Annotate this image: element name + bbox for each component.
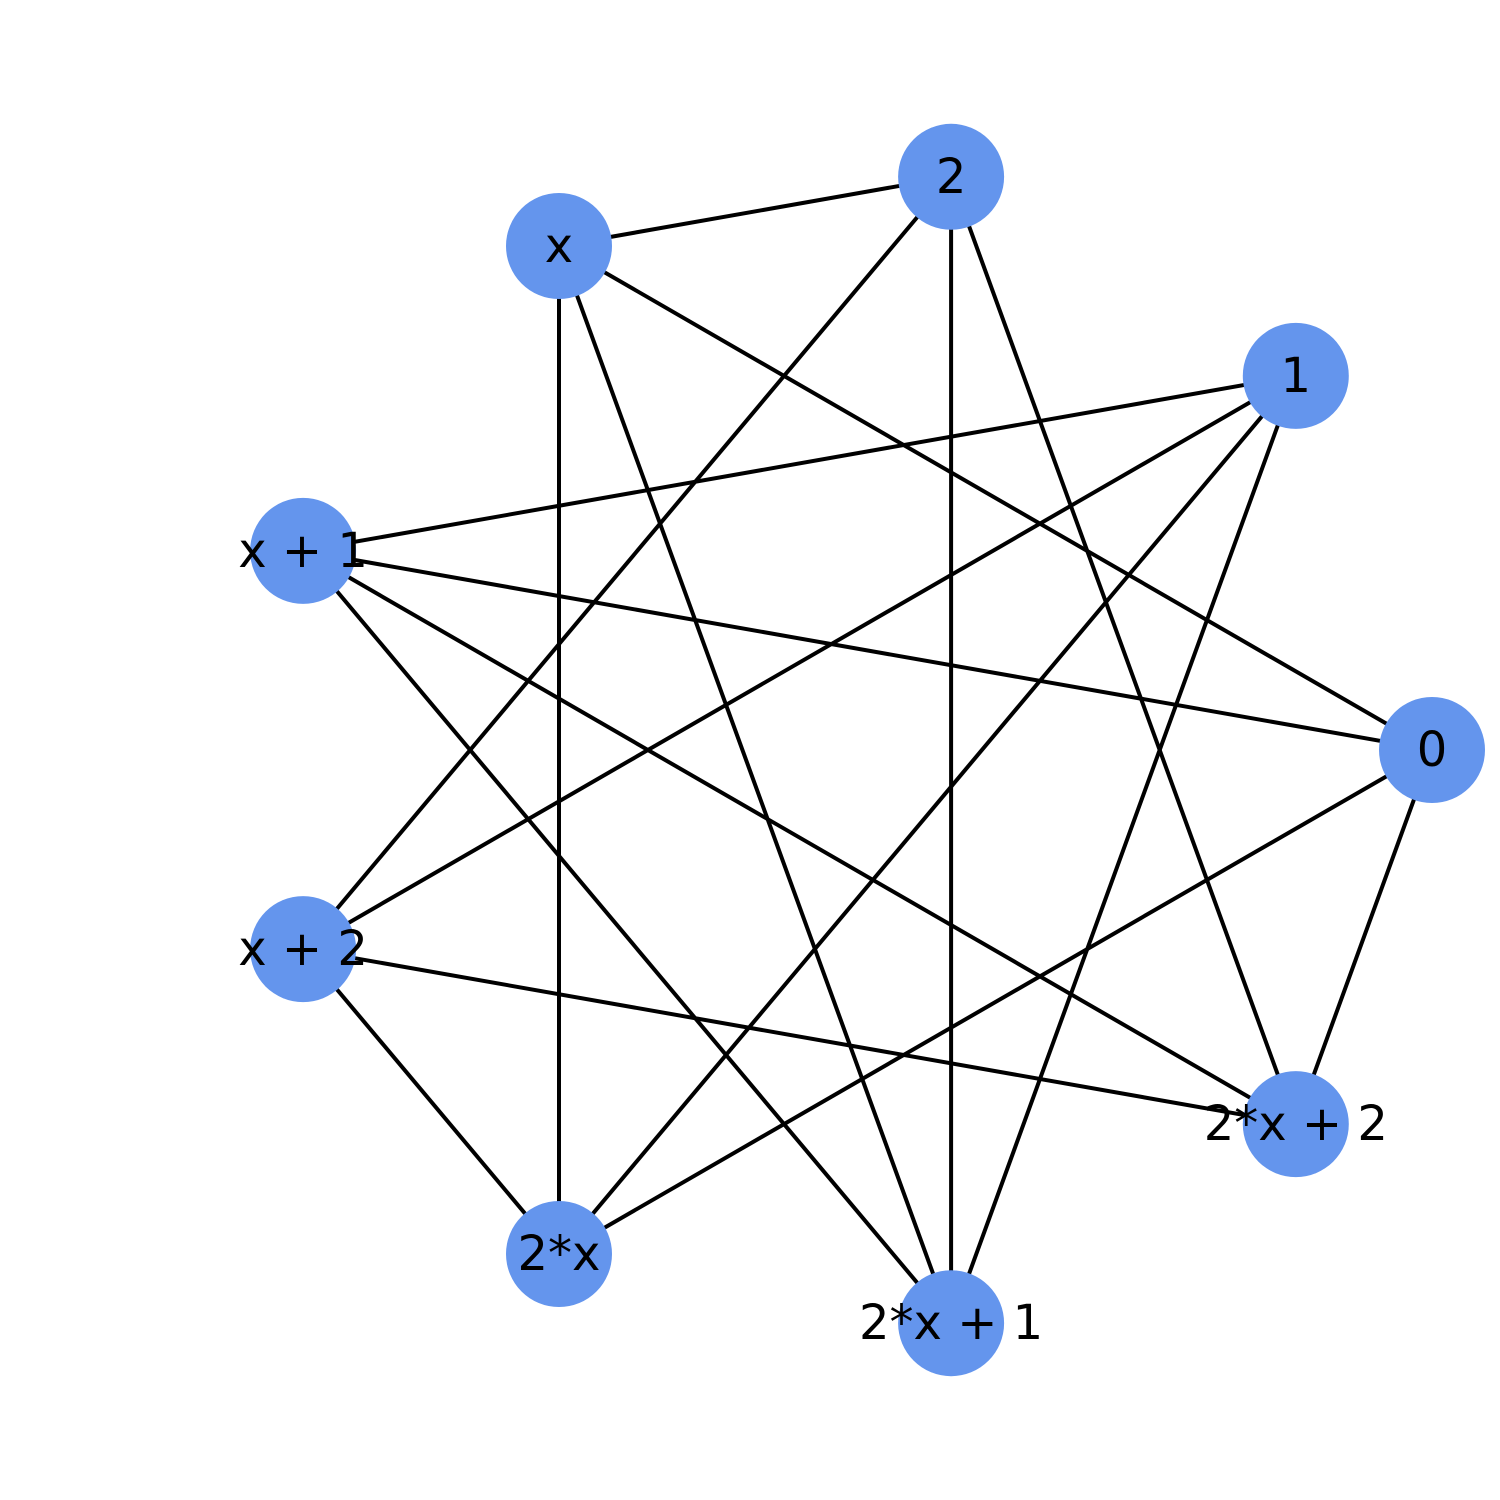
- edge-2-x+2: [301, 175, 953, 951]
- node-2x+1: 2*x + 1: [859, 1270, 1043, 1377]
- node-circle: [506, 1201, 612, 1307]
- node-1: 1: [1242, 322, 1349, 429]
- edge-x-2x+1: [557, 245, 953, 1324]
- edge-x+2-2x+2: [302, 947, 1297, 1127]
- node-circle: [250, 896, 357, 1003]
- node-x: x: [506, 193, 612, 299]
- node-layer: 0 1 2 x x + 1 x + 2 2*x 2*x + 1 2*x + 2: [238, 123, 1485, 1377]
- edge-1-x+1: [302, 373, 1297, 553]
- edge-2-2x+2: [949, 176, 1298, 1125]
- node-label: x + 1: [238, 523, 368, 579]
- edge-x+2-2x: [301, 947, 561, 1256]
- node-circle: [1379, 697, 1485, 803]
- node-0: 0: [1379, 697, 1485, 803]
- edge-1-2x+1: [949, 375, 1298, 1324]
- edge-1-x+2: [302, 374, 1297, 951]
- node-circle: [898, 123, 1005, 230]
- edge-0-2x+2: [1293, 749, 1434, 1125]
- node-circle: [250, 497, 357, 604]
- node-label: 1: [1281, 348, 1312, 404]
- node-label: 2*x + 2: [1204, 1096, 1388, 1152]
- node-x+2: x + 2: [238, 896, 368, 1003]
- node-circle: [1242, 322, 1349, 429]
- node-x+1: x + 1: [238, 497, 368, 604]
- node-label: 2*x: [518, 1226, 601, 1282]
- node-circle: [898, 1270, 1005, 1377]
- node-label: x + 2: [238, 921, 368, 977]
- node-label: x: [545, 218, 573, 274]
- edge-x+1-2x+2: [302, 549, 1297, 1126]
- node-circle: [1242, 1071, 1349, 1178]
- node-2: 2: [898, 123, 1005, 230]
- edge-x+1-2x+1: [301, 549, 953, 1325]
- node-label: 2: [936, 149, 967, 205]
- edge-0-x+1: [302, 548, 1433, 752]
- edge-layer: [301, 174, 1434, 1325]
- node-2x: 2*x: [506, 1201, 612, 1307]
- node-2x+2: 2*x + 2: [1204, 1071, 1388, 1178]
- node-circle: [506, 193, 612, 299]
- edge-0-x: [558, 244, 1433, 752]
- edge-0-2x: [558, 748, 1433, 1256]
- edge-1-2x: [557, 374, 1298, 1256]
- edge-2-x: [558, 174, 952, 248]
- node-label: 0: [1417, 722, 1448, 778]
- node-label: 2*x + 1: [859, 1295, 1043, 1351]
